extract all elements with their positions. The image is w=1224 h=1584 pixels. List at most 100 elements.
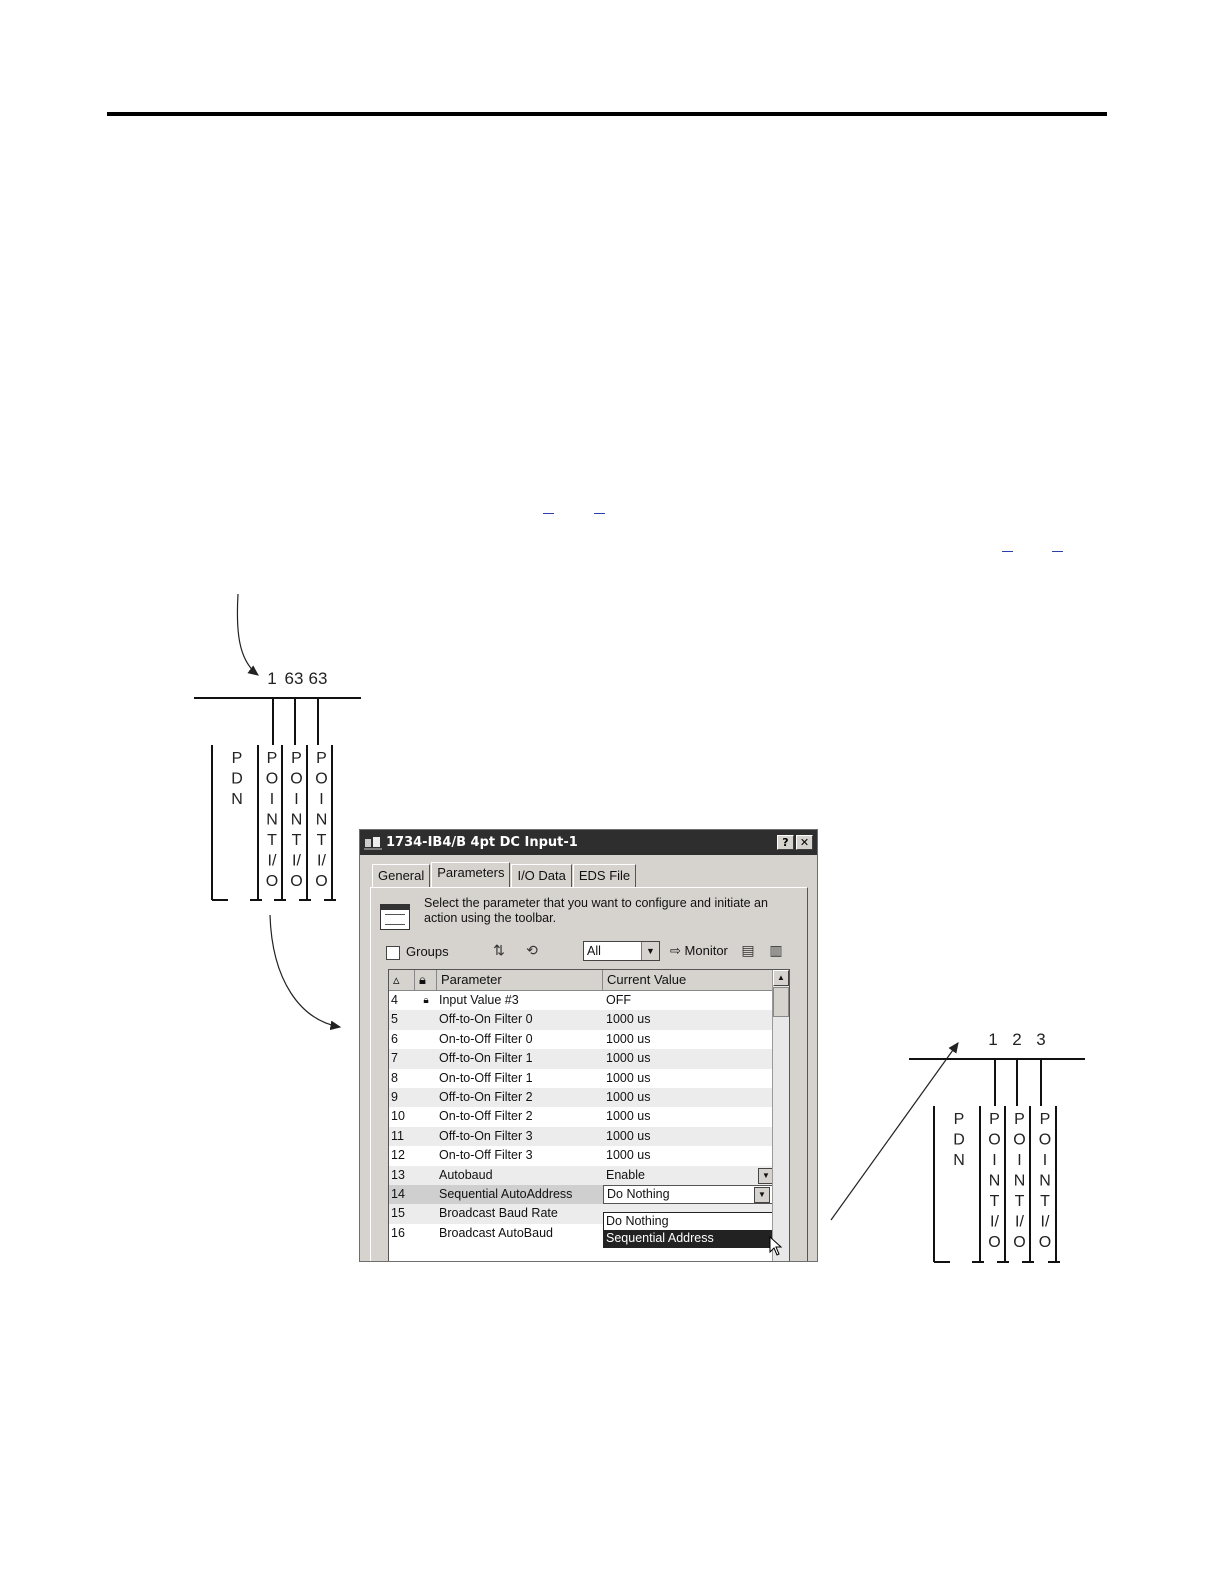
- dropdown-option[interactable]: Do Nothing: [606, 1214, 669, 1228]
- lock-cell: [415, 1030, 437, 1049]
- node-address-label: 3: [1036, 1030, 1045, 1049]
- tab-io-data[interactable]: I/O Data: [511, 864, 572, 887]
- lock-cell: [415, 1146, 437, 1165]
- monitor-button[interactable]: ⇨ Monitor: [670, 943, 728, 959]
- node-address-label: 63: [309, 669, 328, 688]
- node-address-label: 2: [1012, 1030, 1021, 1049]
- param-name: Autobaud: [439, 1167, 493, 1182]
- table-row[interactable]: 8 On-to-Off Filter 1 1000 us: [389, 1069, 789, 1088]
- parameter-toolbar: Groups ⇅ ⟲ All ▼ ⇨ Monitor ▤ ▥: [386, 940, 796, 964]
- param-number: 14: [391, 1186, 405, 1201]
- module-letter: N: [989, 1173, 1001, 1190]
- device-icon[interactable]: ▥: [769, 942, 783, 958]
- module-letter: I: [992, 1152, 996, 1169]
- table-row[interactable]: 14 Sequential AutoAddress Do Nothing▼: [389, 1184, 789, 1205]
- module-letter: O: [1013, 1234, 1025, 1251]
- module-letter: D: [231, 771, 243, 788]
- download-icon[interactable]: ⟲: [526, 942, 538, 958]
- header-parameter[interactable]: Parameter: [437, 970, 603, 990]
- arrow-to-right-network: [830, 1042, 959, 1221]
- module-letter: O: [988, 1132, 1000, 1149]
- scroll-up-button[interactable]: ▲: [773, 970, 789, 986]
- param-number: 13: [391, 1167, 405, 1182]
- param-value: 1000 us: [606, 1012, 651, 1027]
- lock-cell: [415, 1088, 437, 1107]
- sort-header[interactable]: ▵: [389, 970, 415, 990]
- arrow-to-left-network: [236, 593, 259, 676]
- table-row[interactable]: 12 On-to-Off Filter 3 1000 us: [389, 1146, 789, 1165]
- header-current-value[interactable]: Current Value: [603, 970, 773, 990]
- module-letter: I: [270, 791, 274, 808]
- param-name: Off-to-On Filter 2: [439, 1089, 533, 1104]
- cross-ref-link[interactable]: [1002, 551, 1013, 552]
- module-letter: T: [292, 832, 302, 849]
- param-number: 8: [391, 1070, 398, 1085]
- param-number: 9: [391, 1089, 398, 1104]
- module-letter: P: [1040, 1111, 1051, 1128]
- lock-icon[interactable]: 🔒︎: [415, 970, 437, 990]
- arrow-to-dialog: [269, 914, 342, 1031]
- param-name: On-to-Off Filter 1: [439, 1070, 533, 1085]
- param-name: Sequential AutoAddress: [439, 1186, 573, 1201]
- module-properties-dialog: 1734-IB4/B 4pt DC Input-1 ? ✕ General Pa…: [359, 829, 818, 1262]
- node-address-label: 1: [267, 669, 276, 688]
- lock-cell: [415, 1010, 437, 1029]
- tab-general[interactable]: General: [372, 864, 431, 887]
- param-value: 1000 us: [606, 1148, 651, 1163]
- module-letter: P: [291, 750, 302, 767]
- module-letter: T: [990, 1193, 1000, 1210]
- module-letter: I/: [990, 1214, 999, 1231]
- cross-ref-link[interactable]: [543, 513, 554, 514]
- monitor-arrow-icon: ⇨: [670, 943, 681, 958]
- lock-cell: [415, 1166, 437, 1185]
- param-value: 1000 us: [606, 1070, 651, 1085]
- param-name: On-to-Off Filter 0: [439, 1031, 533, 1046]
- lock-cell: [415, 1127, 437, 1146]
- chevron-down-icon[interactable]: ▼: [754, 1186, 770, 1203]
- param-name: Broadcast Baud Rate: [439, 1206, 558, 1221]
- value-combobox[interactable]: Do Nothing▼: [603, 1184, 773, 1204]
- param-value: 1000 us: [606, 1031, 651, 1046]
- scroll-thumb[interactable]: [773, 987, 789, 1017]
- groups-checkbox[interactable]: [386, 946, 400, 960]
- module-letter: I/: [1041, 1214, 1050, 1231]
- module-letter: P: [1014, 1111, 1025, 1128]
- close-button[interactable]: ✕: [796, 835, 813, 850]
- module-letter: N: [953, 1152, 965, 1169]
- cross-ref-link[interactable]: [1052, 551, 1063, 552]
- param-number: 12: [391, 1148, 405, 1163]
- lock-cell: [415, 1185, 437, 1204]
- module-letter: N: [1014, 1173, 1026, 1190]
- module-letter: O: [290, 771, 302, 788]
- device-icon[interactable]: ▤: [741, 942, 755, 958]
- tab-eds-file[interactable]: EDS File: [572, 864, 637, 887]
- group-filter-select[interactable]: All ▼: [583, 941, 660, 961]
- param-name: On-to-Off Filter 2: [439, 1109, 533, 1124]
- param-number: 11: [391, 1128, 404, 1143]
- tab-parameters[interactable]: Parameters: [431, 862, 511, 888]
- tab-strip: General Parameters I/O Data EDS File: [372, 862, 637, 888]
- param-name: Broadcast AutoBaud: [439, 1225, 553, 1240]
- module-letter: O: [290, 873, 302, 890]
- module-letter: O: [1039, 1234, 1051, 1251]
- vertical-scrollbar[interactable]: ▲: [772, 970, 789, 1261]
- chevron-down-icon[interactable]: ▼: [641, 942, 659, 960]
- help-button[interactable]: ?: [777, 835, 794, 850]
- param-name: Off-to-On Filter 1: [439, 1051, 533, 1066]
- param-name: On-to-Off Filter 3: [439, 1148, 533, 1163]
- upload-icon[interactable]: ⇅: [493, 942, 505, 958]
- cross-ref-link[interactable]: [594, 513, 605, 514]
- param-number: 10: [391, 1109, 405, 1124]
- dropdown-option[interactable]: Sequential Address: [604, 1230, 772, 1247]
